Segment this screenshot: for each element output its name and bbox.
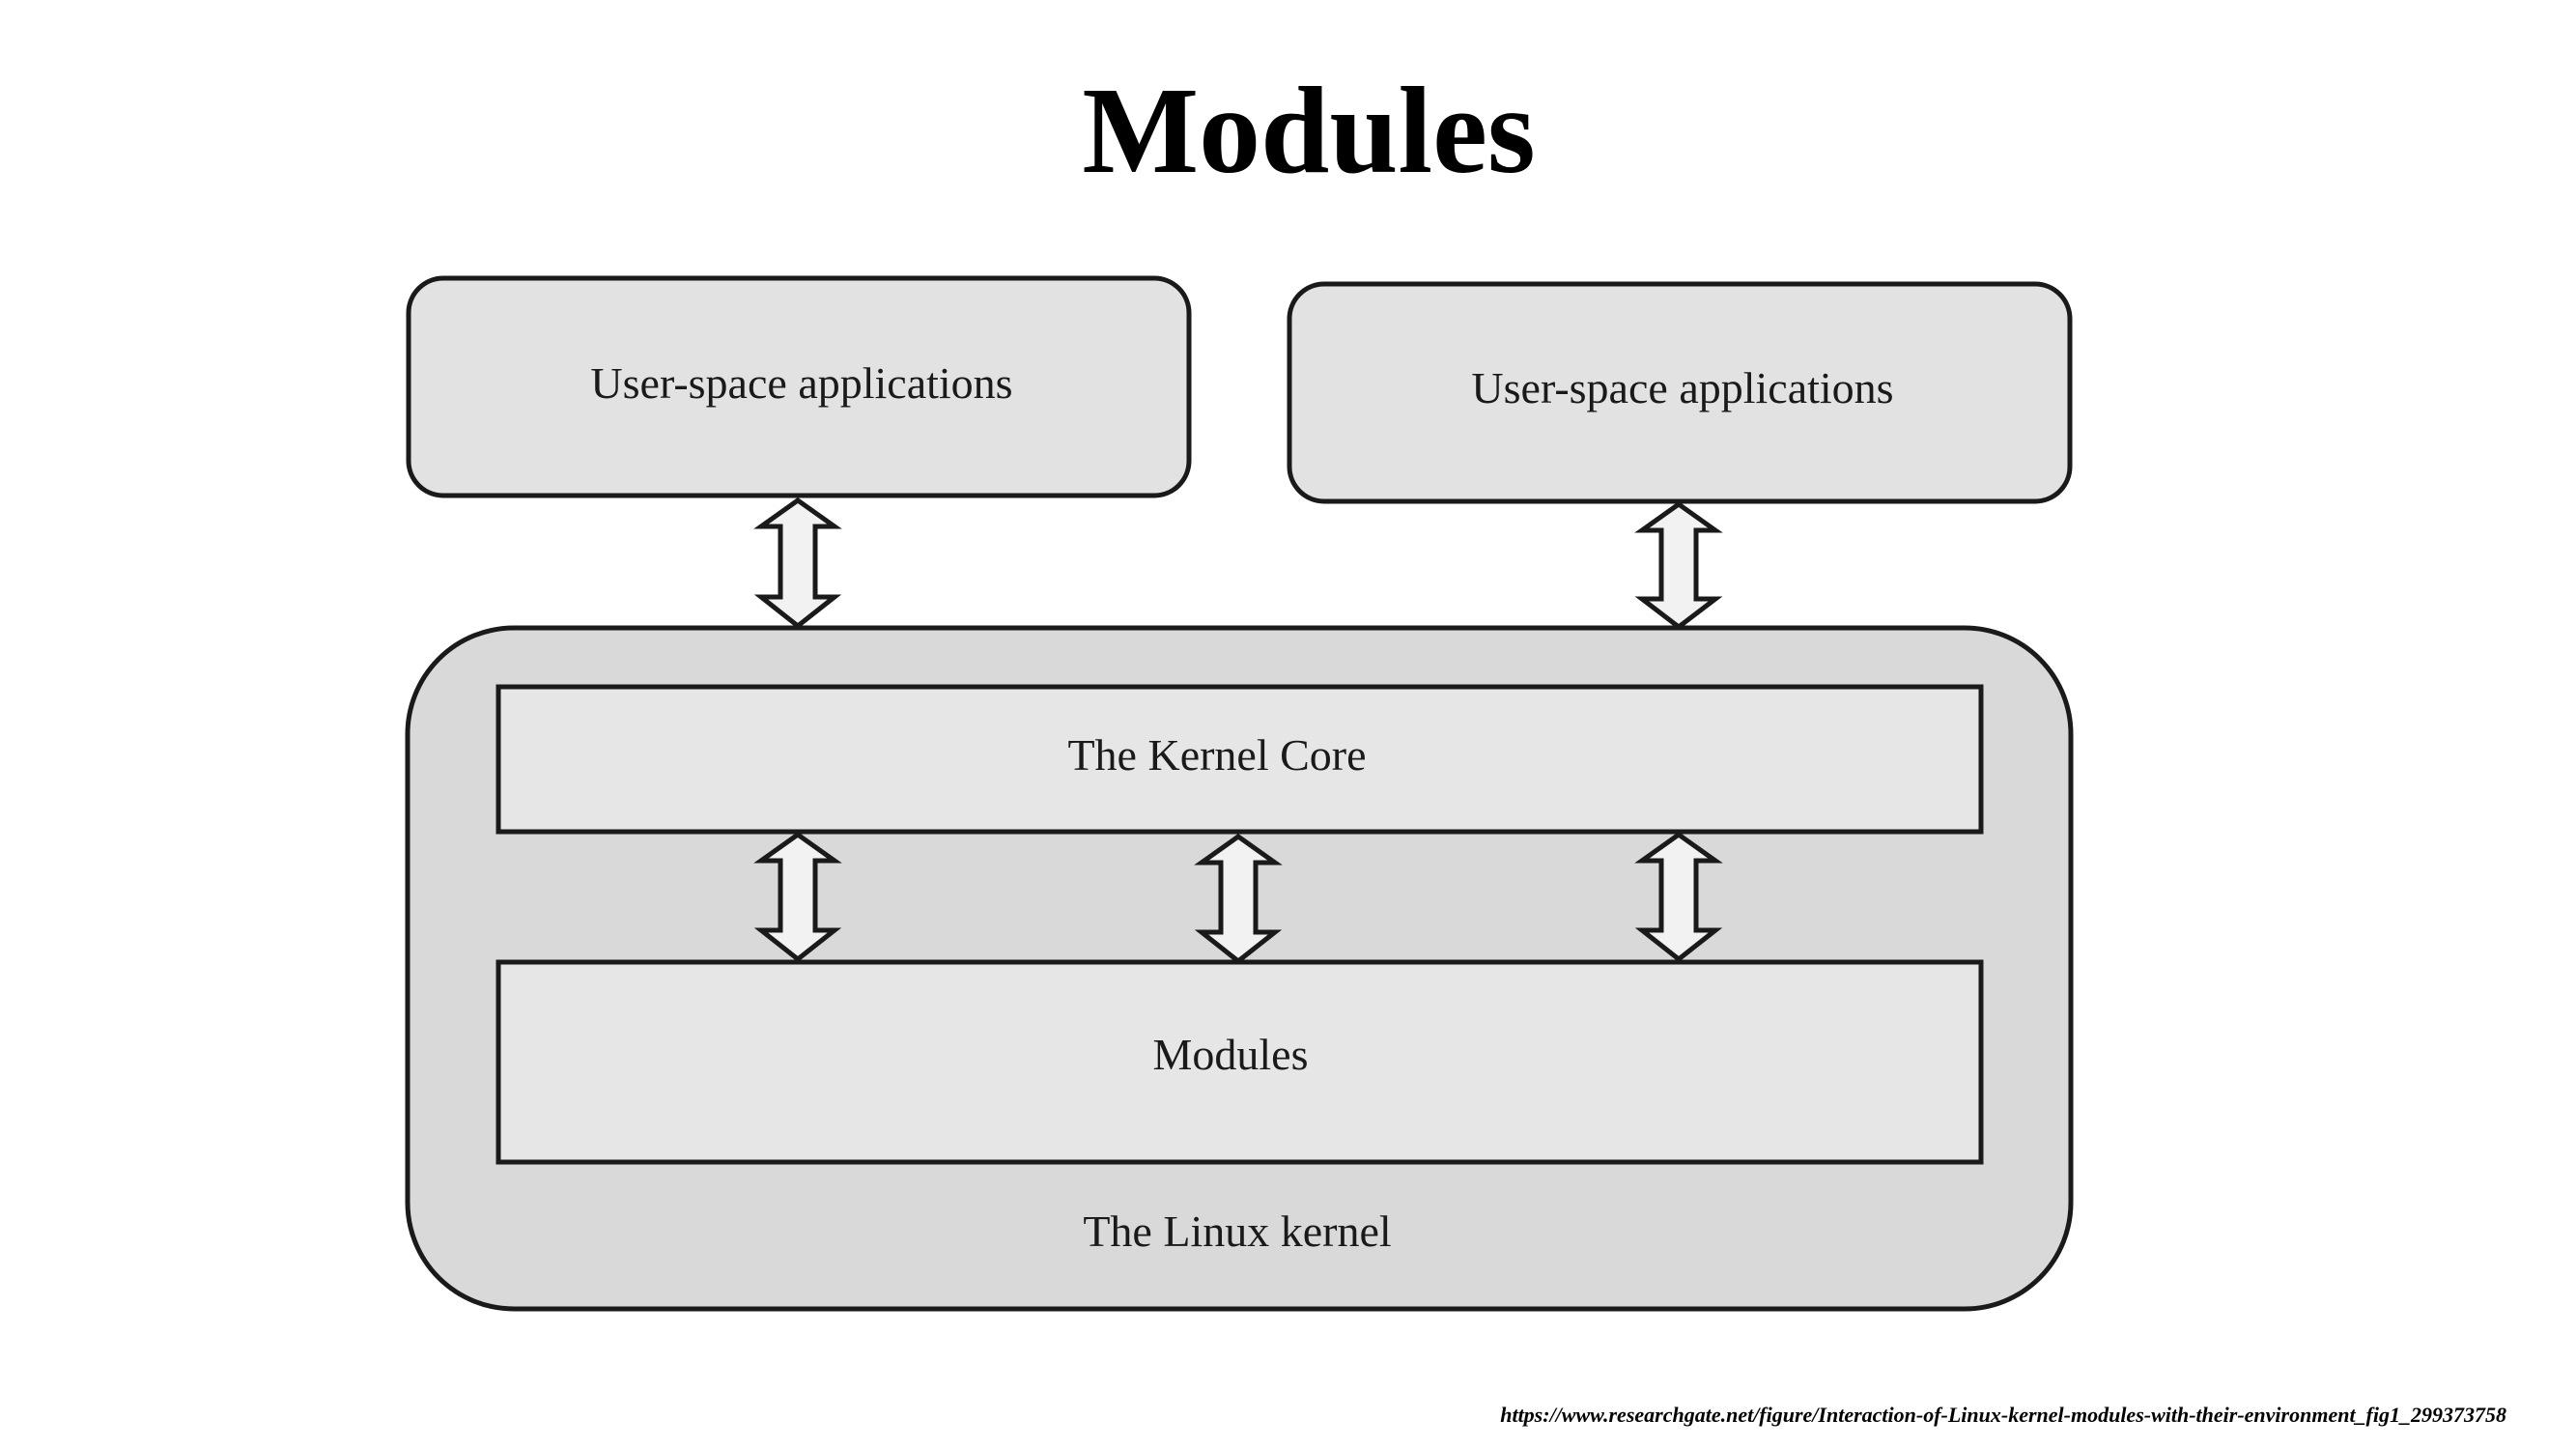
user-space-box-right: User-space applications — [1287, 281, 2073, 504]
user-space-label-left: User-space applications — [590, 358, 1012, 408]
source-url: https://www.researchgate.net/figure/Inte… — [1500, 1403, 2506, 1427]
user-space-box-left-frame — [406, 275, 1192, 498]
double-arrow-icon — [1634, 831, 1723, 963]
kernel-core-label: The Kernel Core — [1067, 730, 1366, 780]
double-arrow-icon — [1634, 500, 1723, 631]
user-space-box-right-frame — [1287, 281, 2073, 504]
user-space-label-right: User-space applications — [1471, 363, 1893, 412]
kernel-core-box — [495, 684, 1984, 835]
double-arrow-icon — [1194, 833, 1283, 965]
double-arrow-icon — [753, 831, 842, 963]
user-space-box-left: User-space applications — [406, 275, 1192, 498]
modules-label: Modules — [1153, 1030, 1309, 1079]
page-title: Modules — [1082, 62, 1536, 199]
linux-kernel-container: The Kernel Core Modules The Linux kernel — [405, 625, 2074, 1312]
double-arrow-icon — [753, 497, 842, 630]
linux-kernel-label: The Linux kernel — [1083, 1207, 1391, 1256]
